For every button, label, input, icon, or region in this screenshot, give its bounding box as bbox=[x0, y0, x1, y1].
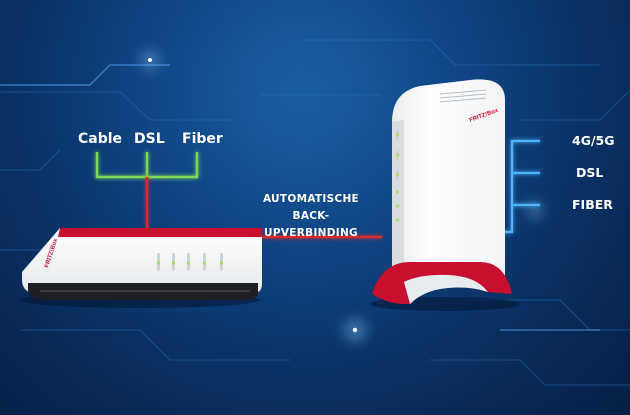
label-dsl-left: DSL bbox=[134, 131, 165, 147]
circuit-traces bbox=[0, 39, 630, 386]
label-cable: Cable bbox=[78, 131, 123, 147]
label-4g5g: 4G/5G bbox=[572, 133, 615, 148]
label-fiber-left: Fiber bbox=[182, 131, 223, 147]
repeater-device: FRITZ!Box bbox=[370, 79, 520, 311]
led-indicator bbox=[396, 130, 399, 222]
label-dsl-right: DSL bbox=[576, 165, 604, 180]
backup-label-line1: AUTOMATISCHE bbox=[262, 193, 360, 205]
green-connection-lines bbox=[95, 152, 199, 179]
red-backup-line bbox=[145, 177, 382, 239]
backup-label-line2: BACK-UPVERBINDING bbox=[264, 210, 358, 239]
label-fiber-right: FIBER bbox=[572, 197, 613, 212]
led-indicator bbox=[156, 253, 224, 271]
router-device: FRITZ!Box bbox=[20, 228, 262, 308]
backup-connection-label: AUTOMATISCHE BACK-UPVERBINDING bbox=[246, 191, 376, 242]
